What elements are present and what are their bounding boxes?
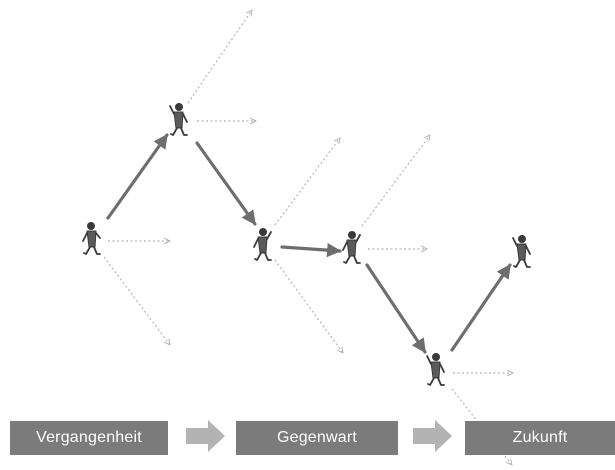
possibility-arrow <box>361 135 430 227</box>
figures <box>82 103 531 386</box>
possibility-arrow <box>274 259 343 353</box>
path-arrow <box>195 141 257 226</box>
stick-figure-icon <box>426 353 445 386</box>
possibility-arrow <box>103 256 170 345</box>
right-arrow-icon <box>413 420 452 452</box>
stage-box-past: Vergangenheit <box>10 421 168 455</box>
stick-figure-icon <box>82 222 101 255</box>
stick-figure-icon <box>512 235 531 268</box>
path-arrow <box>450 263 512 352</box>
possibility-arrows <box>103 10 513 465</box>
path-arrows <box>106 133 512 354</box>
right-arrow-icon <box>186 420 225 452</box>
path-arrow <box>280 242 342 258</box>
stick-figure-icon <box>169 103 188 136</box>
possibility-arrow <box>187 10 252 104</box>
path-arrow <box>365 263 427 354</box>
stick-figure-icon <box>342 231 361 264</box>
stage-label-past: Vergangenheit <box>36 429 142 446</box>
stage-label-present: Gegenwart <box>276 429 358 446</box>
path-arrow <box>106 133 169 220</box>
stick-figure-icon <box>253 228 272 261</box>
possibility-arrow <box>274 138 340 226</box>
stage-label-future: Zukunft <box>512 429 568 446</box>
stage-box-future: Zukunft <box>465 421 615 455</box>
stage-box-present: Gegenwart <box>236 421 398 455</box>
